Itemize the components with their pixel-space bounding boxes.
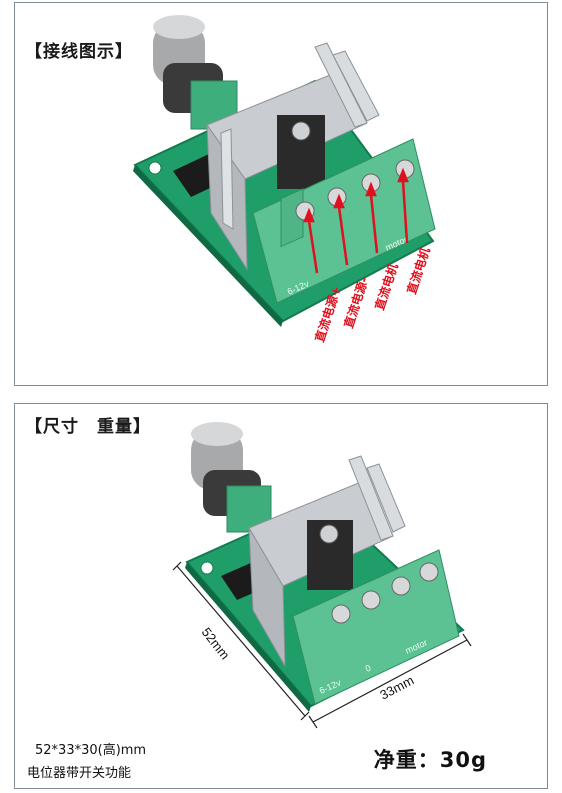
potentiometer-knob-icon — [191, 422, 272, 533]
net-weight-text: 净重：30g — [373, 748, 487, 772]
terminal-block — [252, 138, 436, 304]
board-mark-zero: 0 — [364, 663, 373, 674]
terminal-screw-4 — [419, 562, 439, 582]
wiring-heading: 【接线图示】 — [25, 42, 133, 62]
wiring-arrows — [303, 167, 409, 274]
terminal-screw-2 — [361, 590, 381, 610]
terminal-screw-1 — [331, 604, 351, 624]
dimensions-text: 52*33*30(高)mm — [35, 743, 147, 758]
terminal-block — [292, 549, 460, 705]
feature-text: 电位器带开关功能 — [27, 766, 132, 781]
heatsink-icon — [248, 455, 406, 667]
wiring-panel: 【接线图示】 — [14, 2, 548, 386]
terminal-screw-3 — [391, 576, 411, 596]
size-weight-panel: 【尺寸 重量】 52mm 33mm — [14, 403, 548, 789]
size-weight-heading: 【尺寸 重量】 — [25, 417, 151, 437]
heatsink-icon — [206, 42, 380, 271]
potentiometer-knob-icon — [153, 15, 238, 130]
dimension-lines — [172, 561, 472, 729]
size-board-image: 52mm 33mm 6-12v — [172, 422, 472, 729]
dimension-length-label: 52mm — [199, 625, 233, 663]
wiring-board-image: 6-12v motor 直流电源+ 直流电源- 直流电机 直流电机 — [133, 15, 436, 344]
